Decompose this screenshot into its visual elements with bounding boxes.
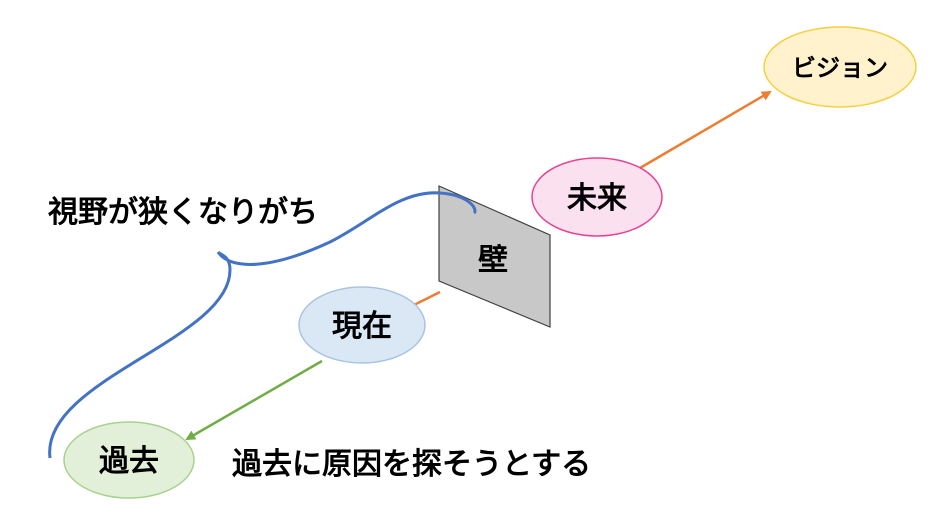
future-to-vision-arrow [639, 90, 772, 170]
narrow-view-brace [48, 191, 477, 459]
search-past-annotation: 過去に原因を探そうとする [232, 447, 591, 482]
present-label: 現在 [332, 309, 392, 344]
narrow-view-annotation: 視野が狭くなりがち [48, 195, 318, 230]
present-node [298, 286, 426, 364]
wall-label: 壁 [478, 243, 508, 278]
vision-label: ビジョン [792, 54, 888, 82]
past-label: 過去 [99, 444, 159, 479]
present-to-past-arrow [185, 359, 323, 441]
past-node [63, 421, 195, 499]
future-label: 未来 [567, 181, 627, 216]
wall-shape [438, 185, 551, 328]
vision-node [763, 26, 917, 108]
future-node [531, 157, 663, 237]
